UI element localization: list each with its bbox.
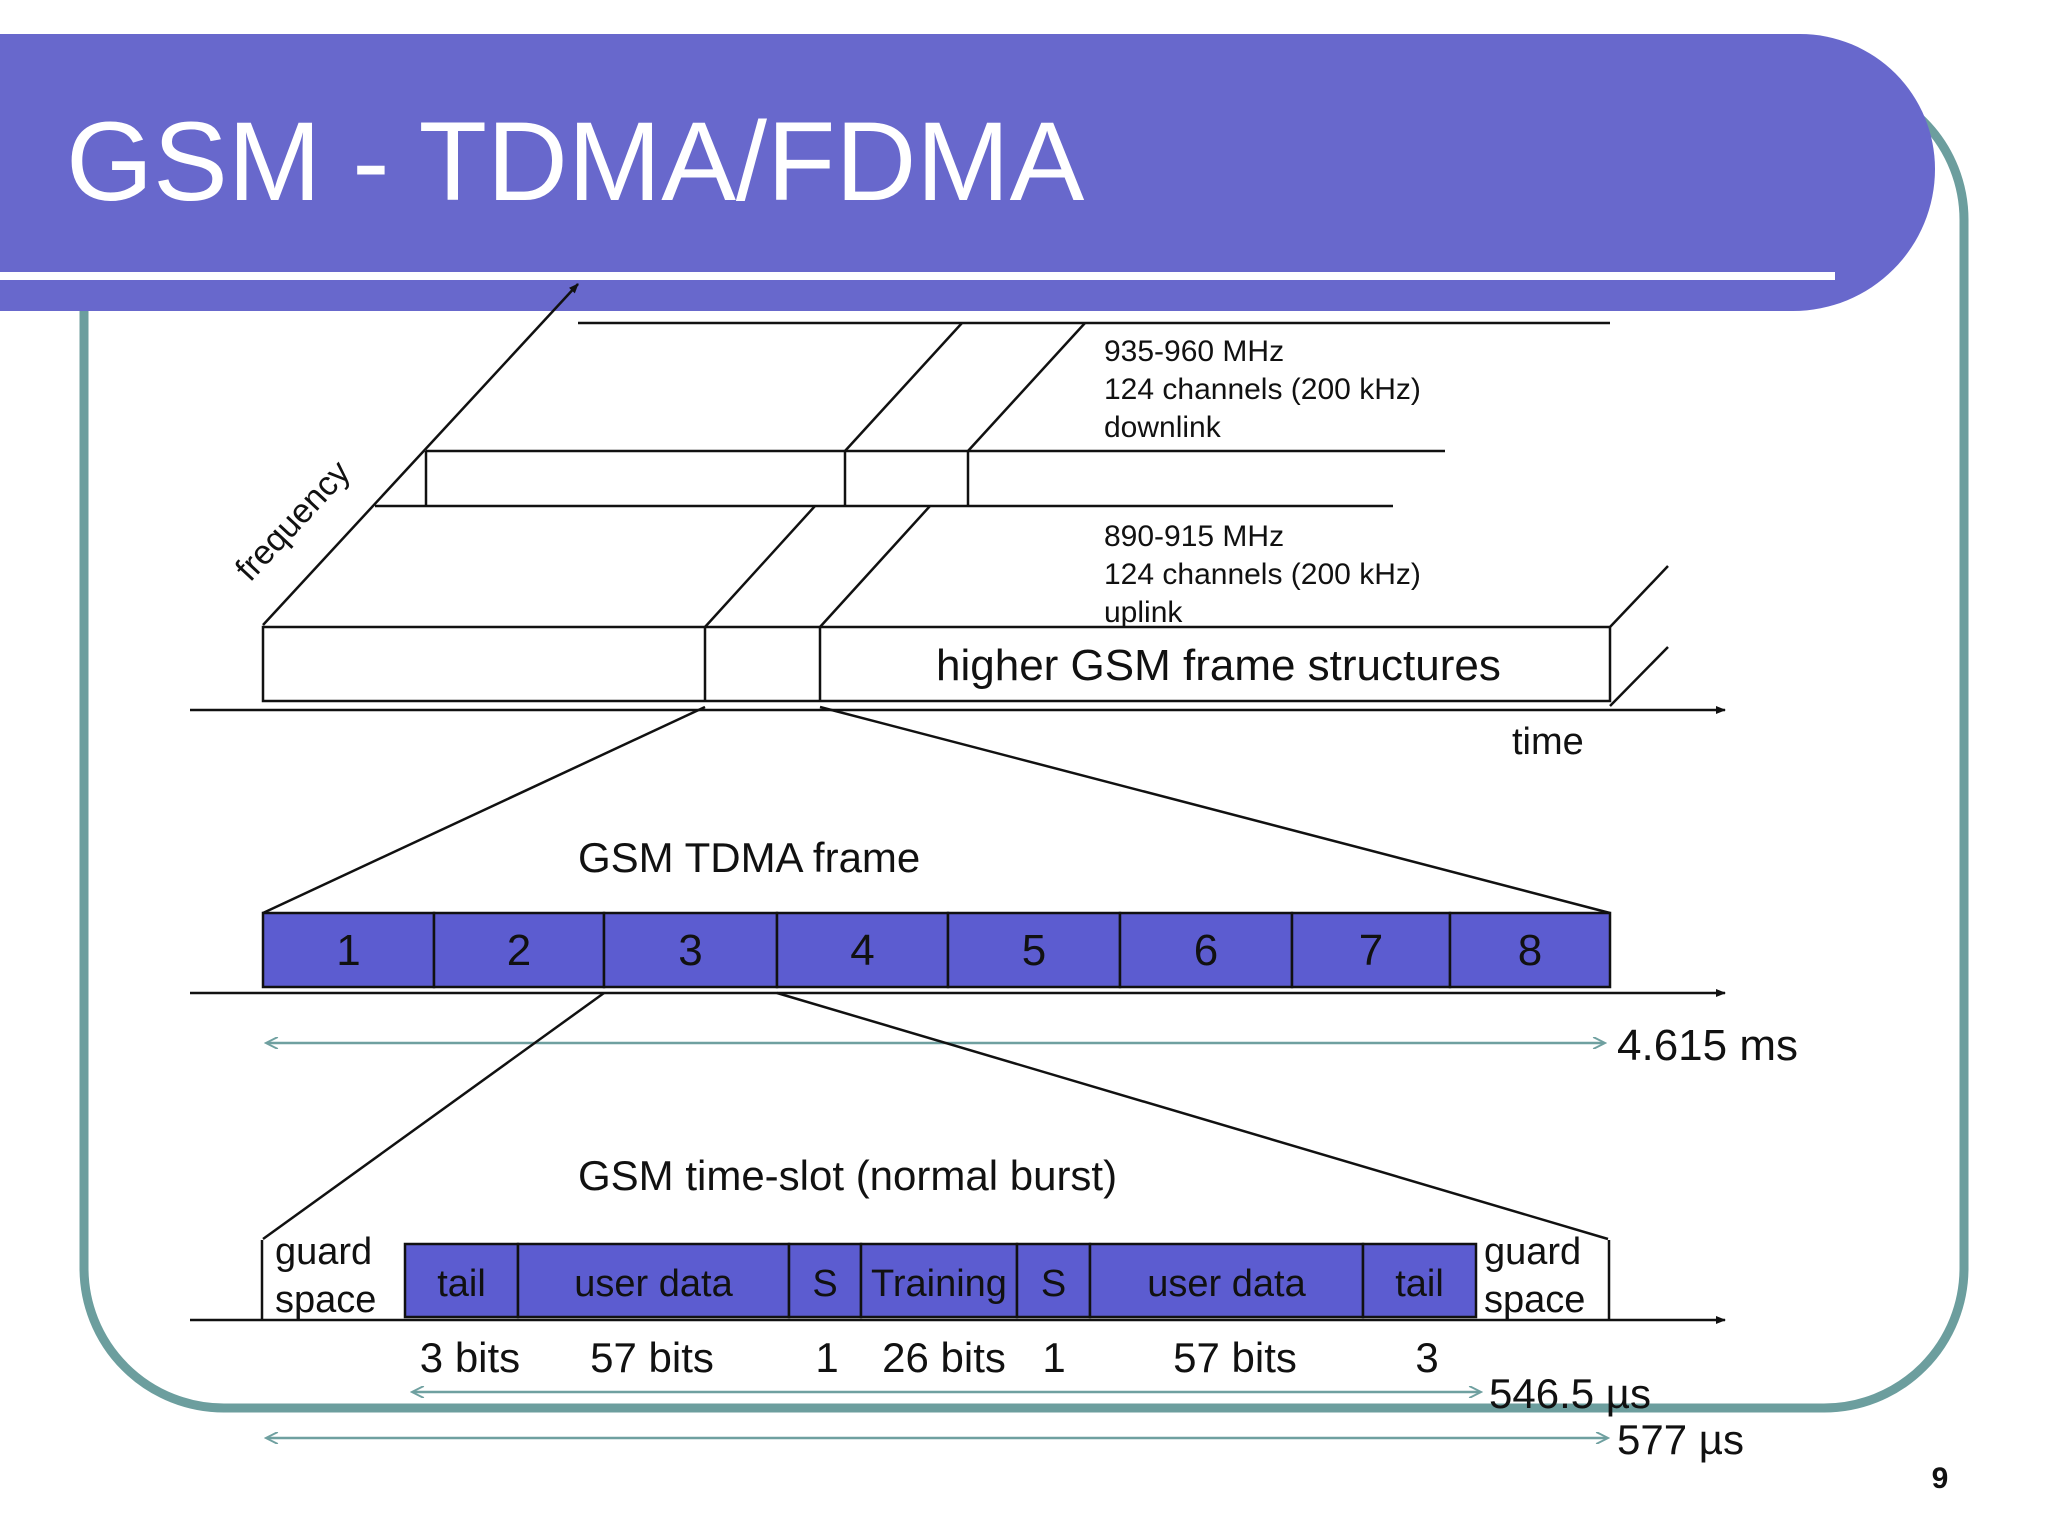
tdma-slot-label: 3	[678, 926, 702, 975]
bit-count-label: 3	[1415, 1334, 1438, 1381]
bit-count-label: 26 bits	[882, 1334, 1006, 1381]
tdma-slot-label: 5	[1022, 926, 1046, 975]
downlink-label: downlink	[1104, 411, 1222, 444]
downlink-channels: 124 channels (200 kHz)	[1104, 373, 1421, 406]
time-slot: GSM time-slot (normal burst) guard space…	[190, 1152, 1744, 1463]
slide-title: GSM - TDMA/FDMA	[66, 99, 1085, 224]
uplink-range: 890-915 MHz	[1104, 520, 1284, 553]
guard-right-line1: guard	[1484, 1231, 1581, 1273]
tdma-frame-title: GSM TDMA frame	[578, 834, 920, 881]
fdma-diagram	[190, 283, 1726, 915]
higher-frame-structures-label: higher GSM frame structures	[936, 641, 1501, 690]
burst-field-label: user data	[574, 1263, 733, 1305]
tdma-slot: 5	[946, 911, 1122, 989]
tdma-slot-label: 2	[507, 926, 531, 975]
burst-field: tail	[1361, 1242, 1478, 1319]
page-number: 9	[1932, 1462, 1949, 1495]
burst-bit-counts: 3 bits 57 bits 1 26 bits 1 57 bits 3	[420, 1334, 1439, 1381]
burst-field-label: S	[812, 1263, 837, 1305]
burst-field: user data	[1088, 1242, 1365, 1319]
tdma-slot: 8	[1448, 911, 1612, 989]
burst-field-label: tail	[437, 1263, 486, 1305]
title-bar: GSM - TDMA/FDMA	[0, 34, 1935, 311]
guard-right-line2: space	[1484, 1279, 1585, 1321]
burst-field-label: S	[1041, 1263, 1066, 1305]
burst-field: S	[1015, 1242, 1092, 1319]
burst-field-label: user data	[1147, 1263, 1306, 1305]
bit-count-label: 3 bits	[420, 1334, 520, 1381]
tdma-slot: 7	[1290, 911, 1452, 989]
tdma-slot-label: 1	[336, 926, 360, 975]
tdma-slot: 2	[432, 911, 606, 989]
frequency-axis	[262, 283, 579, 626]
slot-duration-label: 577 µs	[1617, 1416, 1744, 1463]
burst-field: Training	[859, 1242, 1019, 1319]
tdma-slot-label: 4	[850, 926, 874, 975]
tdma-slot: 6	[1118, 911, 1294, 989]
burst-field: user data	[516, 1242, 791, 1319]
guard-left-line2: space	[275, 1279, 376, 1321]
bit-count-label: 57 bits	[1173, 1334, 1297, 1381]
tdma-slot-label: 8	[1518, 926, 1542, 975]
tdma-slot: 4	[775, 911, 950, 989]
burst-duration-label: 546.5 µs	[1489, 1370, 1651, 1417]
tdma-slot-label: 7	[1359, 926, 1383, 975]
burst-field-label: Training	[871, 1263, 1007, 1305]
guard-space-right: guard space	[1484, 1231, 1611, 1321]
frame-duration-label: 4.615 ms	[1617, 1021, 1798, 1070]
bit-count-label: 57 bits	[590, 1334, 714, 1381]
guard-left-line1: guard	[275, 1231, 372, 1273]
bit-count-label: 1	[815, 1334, 838, 1381]
guard-space-left: guard space	[260, 1231, 376, 1321]
time-slot-title: GSM time-slot (normal burst)	[578, 1152, 1117, 1199]
burst-field: S	[787, 1242, 863, 1319]
tdma-slot: 3	[602, 911, 779, 989]
downlink-range: 935-960 MHz	[1104, 335, 1284, 368]
time-label: time	[1512, 721, 1584, 763]
tdma-frame: GSM TDMA frame 1 2 3 4 5 6 7 8 4.615 ms	[190, 834, 1798, 1241]
burst-field-label: tail	[1395, 1263, 1444, 1305]
uplink-channels: 124 channels (200 kHz)	[1104, 558, 1421, 591]
tdma-slot: 1	[261, 911, 436, 989]
burst-field: tail	[403, 1242, 520, 1319]
uplink-label: uplink	[1104, 596, 1183, 629]
tdma-slot-label: 6	[1194, 926, 1218, 975]
bit-count-label: 1	[1042, 1334, 1065, 1381]
tdma-slot-row: 1 2 3 4 5 6 7 8	[261, 911, 1612, 989]
